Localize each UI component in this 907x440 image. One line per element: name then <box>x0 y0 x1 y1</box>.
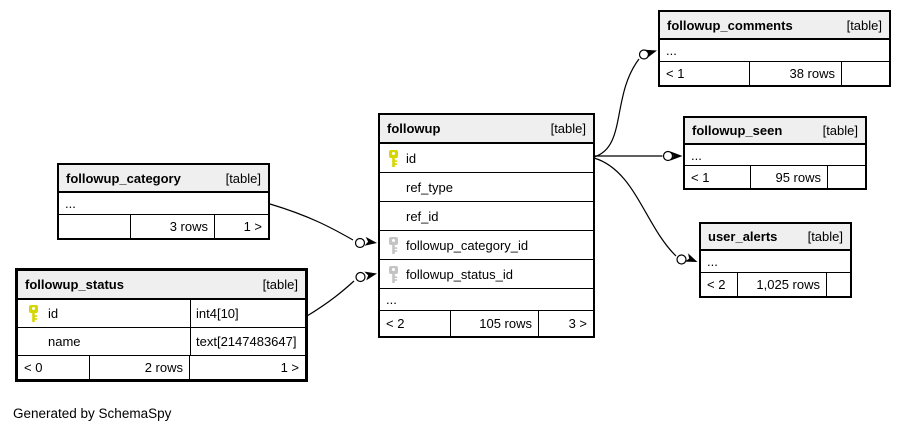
table-name[interactable]: followup_comments <box>667 17 793 33</box>
pagination-next[interactable] <box>842 62 889 85</box>
column-id: id <box>380 144 593 173</box>
table-name[interactable]: followup_category <box>66 170 181 186</box>
edge-arrowhead-icon <box>364 271 377 281</box>
edge-arrowhead-icon <box>670 151 683 161</box>
row-count: 1,025 rows <box>738 273 827 296</box>
pagination-next[interactable]: 3 > <box>568 316 587 331</box>
edge-zero-circle <box>354 237 366 249</box>
column-name: ref_type <box>406 179 453 195</box>
edge-arrowhead-icon <box>364 236 377 246</box>
row-count: 2 rows <box>90 356 190 379</box>
foreign-key-icon <box>380 231 406 259</box>
pagination-prev[interactable]: < 2 <box>380 311 451 336</box>
table-type-tag: [table] <box>807 229 843 244</box>
pagination-next[interactable] <box>828 166 865 188</box>
ellipsis-label: ... <box>707 254 718 269</box>
edge-followup-to-followup_seen <box>594 150 683 162</box>
table-header[interactable]: followup_comments [table] <box>660 12 889 40</box>
table-type-tag: [table] <box>550 121 586 136</box>
columns-ellipsis-row: ... <box>660 40 889 62</box>
foreign-key-icon <box>380 260 406 288</box>
table-node-followup[interactable]: followup [table] id ref_type ref_id followup_… <box>378 113 595 338</box>
table-type-tag: [table] <box>822 123 858 138</box>
edge-followup_category-to-followup <box>269 203 377 249</box>
columns-ellipsis-row: ... <box>685 145 865 166</box>
columns-ellipsis-row: ... <box>701 251 850 273</box>
row-count: 38 rows <box>750 62 842 85</box>
row-count: 3 rows <box>131 215 215 238</box>
column-type: text[2147483647] <box>190 328 305 355</box>
ellipsis-label: ... <box>65 196 76 211</box>
table-header[interactable]: user_alerts [table] <box>701 224 850 251</box>
table-name[interactable]: followup <box>387 121 441 136</box>
column-type: int4[10] <box>190 300 305 327</box>
edge-arrowhead-icon <box>684 253 698 262</box>
table-name[interactable]: followup_status <box>25 277 124 292</box>
pagination-prev[interactable] <box>59 215 131 238</box>
columns-ellipsis-row: ... <box>59 193 268 215</box>
edge-zero-circle <box>676 254 687 265</box>
table-header[interactable]: followup_status [table] <box>18 271 305 300</box>
columns-ellipsis-row: ... <box>380 289 593 311</box>
edge-zero-circle <box>355 271 366 283</box>
column-name: followup_status_id <box>406 266 513 282</box>
pagination-next[interactable]: 1 > <box>243 219 262 234</box>
key-slot <box>380 173 406 201</box>
column-name: ref_id <box>406 208 439 224</box>
column-ref_type: ref_type <box>380 173 593 202</box>
pagination-prev[interactable]: < 1 <box>660 62 750 85</box>
column-name: followup_category_id <box>406 237 529 253</box>
row-count: 95 rows <box>751 166 828 188</box>
column-followup_status_id: followup_status_id <box>380 260 593 289</box>
table-name[interactable]: followup_seen <box>692 123 783 138</box>
table-header[interactable]: followup_seen [table] <box>685 118 865 145</box>
column-name: id <box>406 150 417 166</box>
table-type-tag: [table] <box>262 277 298 292</box>
table-header[interactable]: followup_category [table] <box>59 165 268 193</box>
pagination-prev[interactable]: < 1 <box>685 166 751 188</box>
pagination-next[interactable] <box>827 273 850 296</box>
edge-followup-to-followup_comments <box>593 49 657 158</box>
edge-followup_status-to-followup <box>306 271 377 317</box>
key-slot <box>380 202 406 230</box>
table-type-tag: [table] <box>846 17 882 33</box>
table-footer: 3 rows 1 > <box>59 215 268 238</box>
edge-zero-circle <box>662 150 674 162</box>
column-followup_category_id: followup_category_id <box>380 231 593 260</box>
primary-key-icon <box>18 300 48 327</box>
column-id: id int4[10] <box>18 300 305 328</box>
table-name[interactable]: user_alerts <box>708 229 778 244</box>
column-name: name text[2147483647] <box>18 328 305 356</box>
table-type-tag: [table] <box>225 170 261 186</box>
table-node-followup_category[interactable]: followup_category [table]... 3 rows 1 > <box>57 163 270 240</box>
column-name: name <box>48 334 81 349</box>
key-slot <box>18 328 48 355</box>
column-ref_id: ref_id <box>380 202 593 231</box>
table-node-followup_status[interactable]: followup_status [table] id int4[10] name text… <box>15 268 308 382</box>
pagination-prev[interactable]: < 2 <box>701 273 738 296</box>
ellipsis-label: ... <box>691 147 702 163</box>
generator-credit: Generated by SchemaSpy <box>13 406 172 421</box>
table-header[interactable]: followup [table] <box>380 115 593 144</box>
ellipsis-label: ... <box>666 43 677 58</box>
edge-zero-circle <box>638 49 650 60</box>
column-name: id <box>48 306 59 321</box>
pagination-prev[interactable]: < 0 <box>18 356 90 379</box>
pagination-next[interactable]: 1 > <box>280 360 299 375</box>
primary-key-icon <box>380 144 406 172</box>
edge-arrowhead-icon <box>644 49 657 59</box>
ellipsis-label: ... <box>386 292 397 307</box>
row-count: 105 rows <box>451 311 539 336</box>
